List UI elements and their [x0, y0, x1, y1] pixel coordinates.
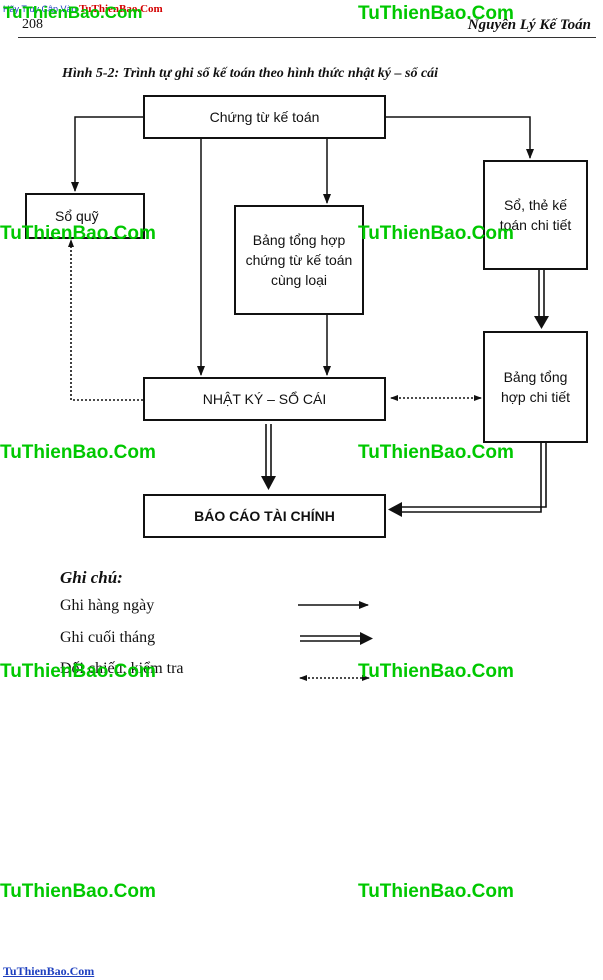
- arrow-chungtu-soquy: [71, 116, 143, 192]
- node-chung-tu: Chứng từ kế toán: [143, 95, 386, 139]
- header-rule: [18, 37, 596, 38]
- node-so-quy: Sổ quỹ: [25, 193, 145, 239]
- page-number: 208: [22, 17, 43, 32]
- node-nhat-ky-so-cai: NHẬT KÝ – SỔ CÁI: [143, 377, 386, 421]
- watermark: TuThienBao.Com: [358, 442, 514, 463]
- double-arrowhead-sothe-bang: [534, 316, 549, 329]
- check-nhatky-soquy: [68, 239, 143, 401]
- node-so-the-chi-tiet: Sổ, thẻ kế toán chi tiết: [483, 160, 588, 270]
- watermark: TuThienBao.Com: [0, 661, 156, 682]
- legend-title: Ghi chú:: [60, 568, 123, 587]
- watermark: TuThienBao.Com: [358, 223, 514, 244]
- top-note-prefix: Hãy Truy Cập Vào: [3, 4, 77, 14]
- watermark: TuThienBao.Com: [3, 3, 143, 22]
- book-title: Nguyên Lý Kế Toán: [467, 17, 591, 33]
- node-bang-tong-hop-chung-tu: Bảng tổng hợp chứng từ kế toán cùng loại: [234, 205, 364, 315]
- legend-label-monthly: Ghi cuối tháng: [60, 629, 156, 646]
- legend-label-daily: Ghi hàng ngày: [60, 597, 155, 614]
- watermark: TuThienBao.Com: [358, 881, 514, 902]
- watermark: TuThienBao.Com: [358, 3, 514, 24]
- node-bao-cao-tai-chinh: BÁO CÁO TÀI CHÍNH: [143, 494, 386, 538]
- legend-label-check: Đối chiếu, kiểm tra: [60, 660, 184, 677]
- double-arrowhead-nhatky-baocao: [261, 476, 276, 490]
- arrow-chungtu-sothe: [386, 116, 534, 159]
- figure-title: Hình 5-2: Trình tự ghi sổ kế toán theo h…: [62, 66, 439, 81]
- top-note: Hãy Truy Cập Vào TuThienBao.Com: [3, 3, 163, 15]
- legend-line-monthly: [300, 635, 362, 642]
- bottom-site-logo[interactable]: TuThienBao.Com: [3, 964, 95, 978]
- watermark: TuThienBao.Com: [0, 881, 156, 902]
- watermark: TuThienBao.Com: [0, 223, 156, 244]
- double-arrowhead-bang-baocao: [388, 502, 402, 517]
- node-bang-tong-hop-chi-tiet: Bảng tổng hợp chi tiết: [483, 331, 588, 443]
- watermark: TuThienBao.Com: [358, 661, 514, 682]
- watermark: TuThienBao.Com: [0, 442, 156, 463]
- top-note-site[interactable]: TuThienBao.Com: [79, 3, 163, 15]
